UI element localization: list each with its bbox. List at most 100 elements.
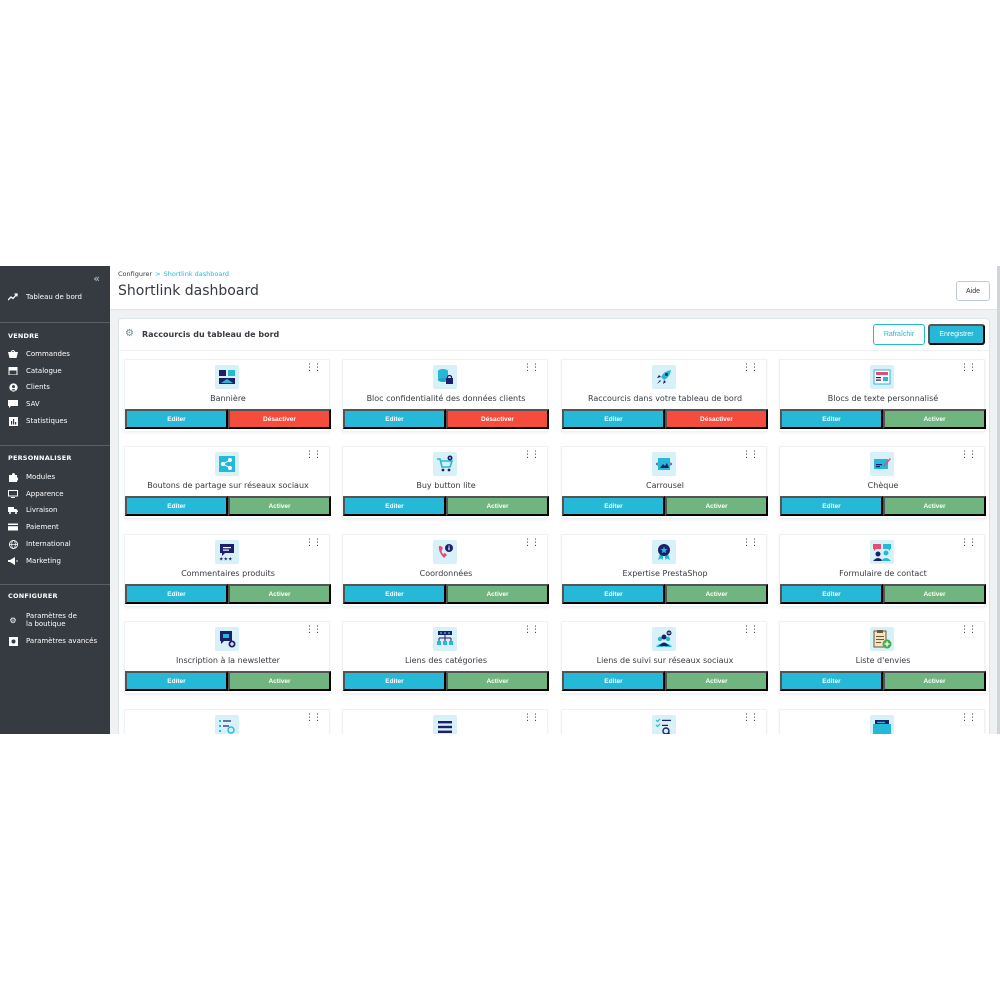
activate-button[interactable]: Activer (883, 584, 986, 604)
edit-button[interactable]: Editer (562, 496, 665, 516)
drag-handle-icon[interactable]: ⋮⋮ (960, 450, 977, 460)
sidebar-item-commandes[interactable]: Commandes (0, 350, 110, 359)
activate-button[interactable]: Activer (228, 671, 331, 691)
activate-button[interactable]: Activer (665, 496, 768, 516)
edit-button[interactable]: Editer (780, 409, 883, 429)
edit-button[interactable]: Editer (562, 584, 665, 604)
puzzle-icon (8, 472, 18, 482)
edit-button[interactable]: Editer (780, 496, 883, 516)
sidebar-item-dashboard[interactable]: Tableau de bord (0, 293, 110, 301)
double-chevron-left-icon[interactable]: « (93, 272, 100, 285)
activate-button[interactable]: Activer (665, 584, 768, 604)
shortcut-label: Liens des catégories (404, 656, 488, 665)
chat-icon (8, 400, 18, 409)
sidebar-item-label: Livraison (26, 506, 58, 514)
sidebar-item-marketing[interactable]: Marketing (0, 557, 110, 566)
activate-button[interactable]: Activer (228, 584, 331, 604)
section-title-personnaliser: PERSONNALISER (8, 454, 72, 462)
edit-button[interactable]: Editer (125, 584, 228, 604)
drag-handle-icon[interactable]: ⋮⋮ (960, 713, 977, 723)
activate-button[interactable]: Activer (228, 496, 331, 516)
breadcrumb-parent[interactable]: Configurer (118, 270, 153, 278)
activate-button[interactable]: Activer (446, 671, 549, 691)
sidebar-item-international[interactable]: International (0, 539, 110, 549)
drag-handle-icon[interactable]: ⋮⋮ (305, 713, 322, 723)
sidebar-item-label: Tableau de bord (26, 293, 82, 301)
scrollbar[interactable] (997, 266, 1000, 734)
drag-handle-icon[interactable]: ⋮⋮ (305, 625, 322, 635)
activate-button[interactable]: Activer (883, 671, 986, 691)
basket-icon (8, 350, 18, 359)
deactivate-button[interactable]: Désactiver (665, 409, 768, 429)
edit-button[interactable]: Editer (343, 671, 446, 691)
drag-handle-icon[interactable]: ⋮⋮ (523, 713, 540, 723)
edit-button[interactable]: Editer (343, 409, 446, 429)
activate-button[interactable]: Activer (883, 409, 986, 429)
shortcut-card: ⋮⋮ Chèque Editer Activer (779, 446, 986, 519)
shortcut-card: ⋮⋮ Formulaire de contact Editer Activer (779, 534, 986, 607)
newsletter-icon (215, 627, 239, 651)
edit-button[interactable]: Editer (780, 584, 883, 604)
sidebar-item-livraison[interactable]: Livraison (0, 506, 110, 515)
drag-handle-icon[interactable]: ⋮⋮ (742, 625, 759, 635)
edit-button[interactable]: Editer (562, 409, 665, 429)
drag-handle-icon[interactable]: ⋮⋮ (523, 450, 540, 460)
shortcut-label: Chèque (867, 481, 899, 490)
shortcut-label: Liens de suivi sur réseaux sociaux (596, 656, 734, 665)
drag-handle-icon[interactable]: ⋮⋮ (305, 450, 322, 460)
edit-button[interactable]: Editer (125, 409, 228, 429)
drag-handle-icon[interactable]: ⋮⋮ (742, 538, 759, 548)
sidebar-item-label: Paramètres de la boutique (26, 612, 77, 629)
sidebar: « Tableau de bord VENDRE Commandes Catal… (0, 266, 110, 734)
sidebar-item-statistiques[interactable]: Statistiques (0, 416, 110, 426)
shortcut-label: Blocs de texte personnalisé (827, 394, 939, 403)
sidebar-item-paiement[interactable]: Paiement (0, 523, 110, 531)
rocket-icon (652, 365, 676, 389)
drag-handle-icon[interactable]: ⋮⋮ (960, 625, 977, 635)
deactivate-button[interactable]: Désactiver (446, 409, 549, 429)
save-button[interactable]: Enregistrer (928, 324, 985, 345)
edit-button[interactable]: Editer (343, 584, 446, 604)
drag-handle-icon[interactable]: ⋮⋮ (305, 538, 322, 548)
drag-handle-icon[interactable]: ⋮⋮ (523, 538, 540, 548)
drag-handle-icon[interactable]: ⋮⋮ (960, 538, 977, 548)
drag-handle-icon[interactable]: ⋮⋮ (523, 625, 540, 635)
sidebar-item-clients[interactable]: Clients (0, 383, 110, 392)
edit-button[interactable]: Editer (125, 496, 228, 516)
activate-button[interactable]: Activer (446, 584, 549, 604)
drag-handle-icon[interactable]: ⋮⋮ (305, 363, 322, 373)
drag-handle-icon[interactable]: ⋮⋮ (523, 363, 540, 373)
store-icon (8, 367, 18, 376)
sidebar-item-parametres-avances[interactable]: Paramètres avancés (0, 636, 110, 646)
drag-handle-icon[interactable]: ⋮⋮ (742, 450, 759, 460)
shortcut-card: ⋮⋮ Editer Activer (342, 709, 548, 734)
sidebar-divider (0, 322, 110, 323)
activate-button[interactable]: Activer (883, 496, 986, 516)
shortcut-label: Formulaire de contact (839, 569, 927, 578)
edit-button[interactable]: Editer (125, 671, 228, 691)
shortcut-card: ⋮⋮ Raccourcis dans votre tableau de bord… (561, 359, 768, 432)
help-button[interactable]: Aide (956, 281, 990, 301)
activate-button[interactable]: Activer (665, 671, 768, 691)
drag-handle-icon[interactable]: ⋮⋮ (742, 363, 759, 373)
edit-button[interactable]: Editer (780, 671, 883, 691)
edit-button[interactable]: Editer (343, 496, 446, 516)
sidebar-item-apparence[interactable]: Apparence (0, 490, 110, 499)
deactivate-button[interactable]: Désactiver (228, 409, 331, 429)
section-title-configurer: CONFIGURER (8, 592, 58, 600)
sidebar-item-sav[interactable]: SAV (0, 400, 110, 409)
gear-icon: ⚙ (125, 328, 134, 339)
sidebar-item-modules[interactable]: Modules (0, 472, 110, 482)
activate-button[interactable]: Activer (446, 496, 549, 516)
drag-handle-icon[interactable]: ⋮⋮ (960, 363, 977, 373)
shortcut-card: ⋮⋮ Liens des catégories Editer Activer (342, 621, 549, 694)
edit-button[interactable]: Editer (562, 671, 665, 691)
sidebar-item-catalogue[interactable]: Catalogue (0, 367, 110, 376)
sidebar-item-label: Paiement (26, 523, 59, 531)
breadcrumb-current[interactable]: Shortlink dashboard (163, 270, 230, 278)
shortcut-actions: Editer Activer (562, 584, 768, 604)
refresh-button[interactable]: Rafraîchir (873, 324, 925, 345)
sidebar-item-parametres-boutique[interactable]: ⚙ Paramètres de la boutique (0, 612, 96, 629)
wishlist-clipboard-icon (870, 627, 894, 651)
drag-handle-icon[interactable]: ⋮⋮ (742, 713, 759, 723)
